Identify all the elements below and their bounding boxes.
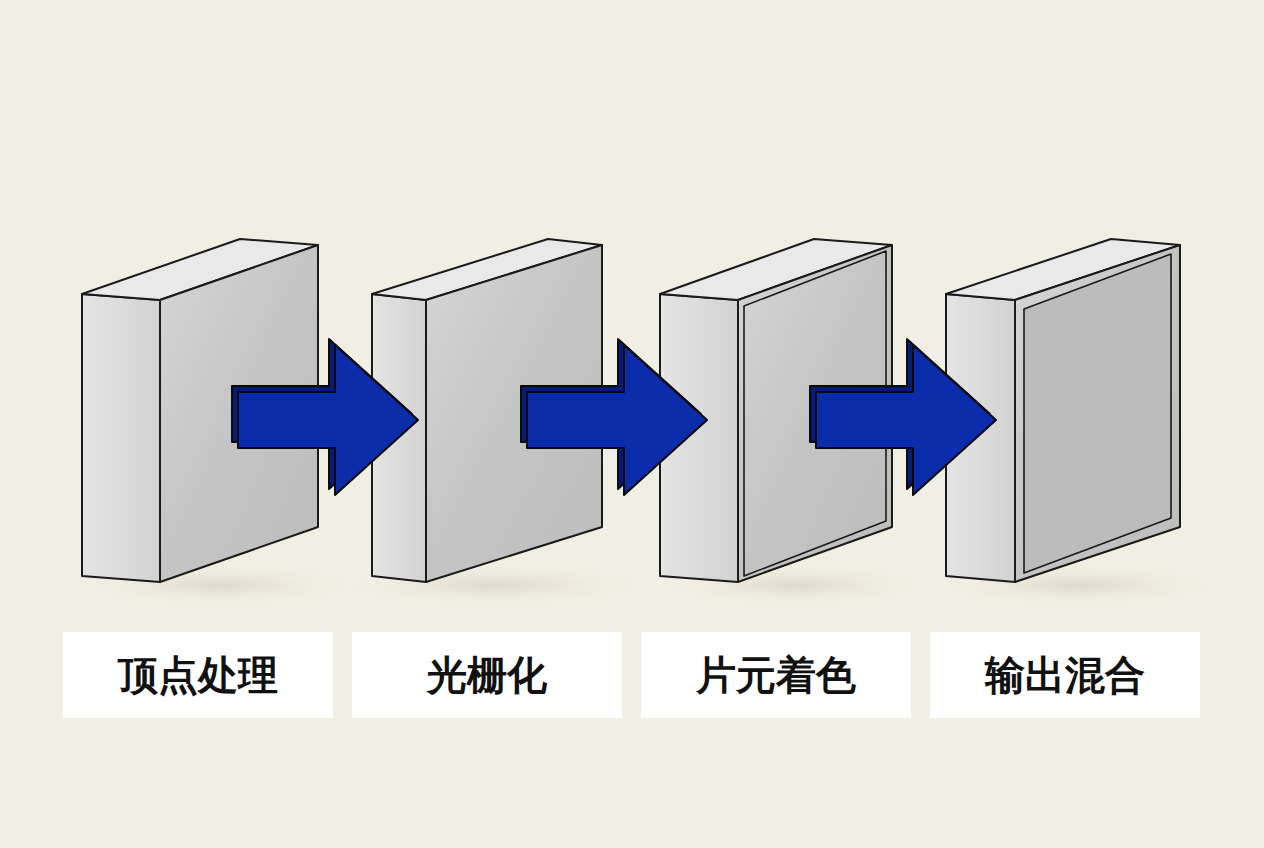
stage-node: 输出混合 [930,232,1200,718]
stage-label: 顶点处理 [118,652,278,698]
stage-label: 输出混合 [985,652,1145,698]
stage-node: 光栅化 [352,232,622,718]
stage-label: 光栅化 [427,652,547,698]
stage-label: 片元着色 [696,652,856,698]
arrow-face [527,345,707,495]
block-inset-panel [1024,254,1171,573]
block-side [82,294,160,582]
stage-label-box: 输出混合 [930,632,1200,718]
flow-arrow [521,339,707,495]
arrow-face [238,345,418,495]
stage-node: 顶点处理 [63,232,333,718]
stage-label-box: 片元着色 [641,632,911,718]
stage-label-box: 光栅化 [352,632,622,718]
flow-arrow [232,339,418,495]
stage-node: 片元着色 [641,232,911,718]
arrow-face [816,345,996,495]
stage-label-box: 顶点处理 [63,632,333,718]
block-front [1015,245,1180,582]
flow-arrow [810,339,996,495]
